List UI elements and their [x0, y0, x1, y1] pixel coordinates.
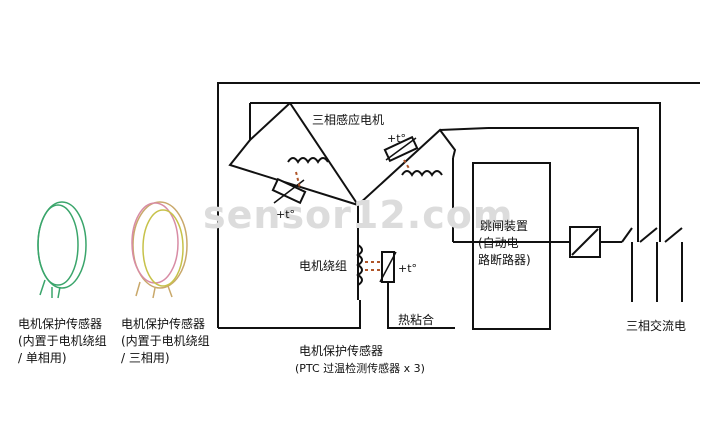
- winding-arm-right: [357, 128, 457, 206]
- winding-arm-left: [228, 139, 359, 206]
- ptc-mark-1: +t°: [387, 132, 407, 145]
- product-2-line3: / 三相用): [121, 351, 170, 365]
- product-1-line2: (内置于电机绕组: [18, 334, 107, 348]
- thermal-link-2: [403, 159, 411, 171]
- coil-right: [401, 170, 443, 177]
- control-loop-wire: [217, 82, 700, 328]
- contact-2: [639, 227, 658, 262]
- motor-housing-left: [249, 102, 291, 143]
- product-1-line3: / 单相用): [18, 351, 67, 365]
- product-2-line2: (内置于电机绕组: [121, 334, 210, 348]
- trip-device-sub2: 路断路器): [478, 253, 531, 267]
- winding-right-return: [439, 127, 489, 131]
- contact-1: [621, 227, 633, 262]
- winding-arm-up: [289, 102, 359, 206]
- three-phase-ac-label: 三相交流电: [626, 319, 687, 333]
- contact-3: [664, 227, 683, 262]
- winding-label: 电机绕组: [299, 259, 348, 273]
- trip-device-label: 跳闸装置: [480, 219, 529, 233]
- coil-left: [287, 157, 329, 164]
- thermal-link-1: [295, 171, 301, 189]
- control-loop-bottom: [218, 300, 361, 329]
- motor-sensor-sub: (PTC 过温检测传感器 x 3): [295, 362, 425, 375]
- phase-wire-2: [488, 127, 639, 242]
- motor-label: 三相感应电机: [312, 113, 385, 127]
- ptc-mark-2: +t°: [276, 208, 296, 221]
- watermark: sensor12.com: [203, 193, 514, 237]
- product-1-title: 电机保护传感器: [18, 317, 103, 331]
- product-coil-triple: [132, 201, 188, 289]
- motor-sensor-label: 电机保护传感器: [299, 344, 384, 358]
- ptc-mark-3: +t°: [398, 262, 418, 275]
- trip-device-box: [472, 162, 551, 330]
- thermal-glue-label: 热粘合: [398, 313, 435, 327]
- trip-device-sub1: (自动电: [478, 236, 519, 250]
- coil-vertical: [356, 244, 363, 286]
- product-2-title: 电机保护传感器: [121, 317, 206, 331]
- phase-wire-1: [250, 102, 661, 242]
